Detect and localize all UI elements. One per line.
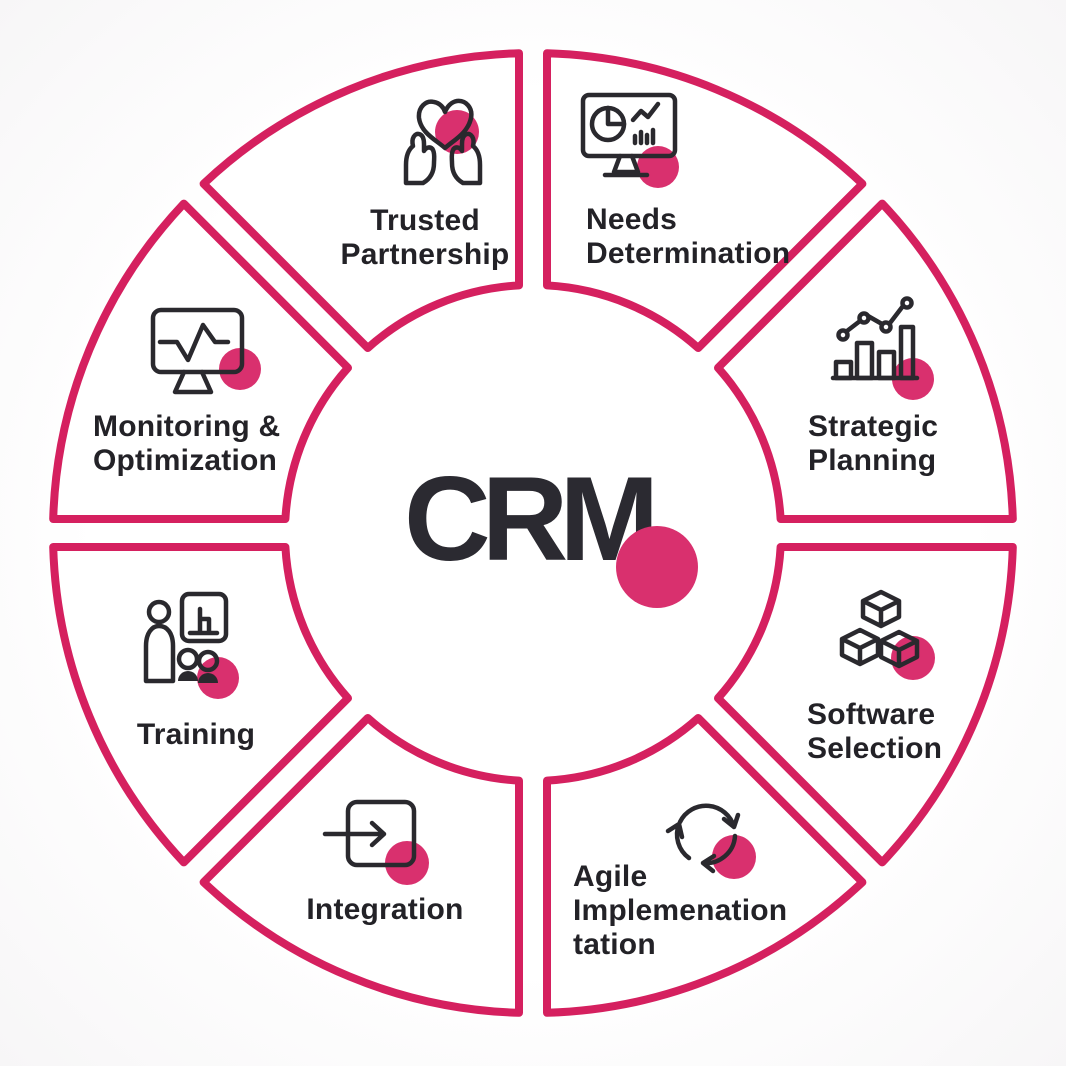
segment-label-software-selection: Software Selection — [807, 698, 943, 765]
trend-segments — [844, 303, 906, 334]
segment-label-trusted-partnership: Trusted Partnership — [340, 204, 510, 271]
trainer-head — [146, 599, 172, 625]
bar — [898, 324, 916, 381]
heart-hands-icon — [403, 98, 483, 186]
cubes-icon — [839, 589, 935, 680]
cycle-arc-left — [665, 821, 692, 861]
segment-label-training: Training — [136, 718, 256, 751]
audience-head — [196, 649, 220, 673]
trend-node — [879, 320, 893, 334]
cube-bottom-right — [878, 629, 920, 669]
right-hand — [449, 131, 483, 186]
bar-chart-growth-icon — [830, 296, 934, 400]
segment-training — [49, 543, 352, 867]
trainer-body — [143, 623, 176, 684]
trend-node — [836, 328, 850, 342]
accent-dot — [197, 657, 239, 699]
segment-monitoring-optimization — [49, 199, 352, 523]
import-arrow — [322, 820, 387, 848]
trend-line — [630, 101, 661, 123]
bar — [854, 340, 875, 381]
segment-label-integration: Integration — [306, 893, 464, 926]
audience-shoulders — [178, 671, 198, 681]
bar — [833, 359, 854, 381]
audience-shoulders — [198, 673, 218, 683]
cycle-arc-right — [700, 833, 738, 874]
heart-outline — [416, 98, 474, 151]
trend-node — [900, 296, 914, 310]
monitor-waveform-icon — [150, 307, 261, 395]
monitor-screen — [150, 307, 245, 375]
crm-accent-dot — [616, 526, 698, 608]
cube-bottom-left — [839, 627, 881, 667]
board-chart — [187, 606, 220, 636]
accent-dot — [712, 835, 756, 879]
audience-head — [176, 647, 200, 671]
pie-slice-lines — [605, 105, 627, 127]
bar — [876, 349, 897, 381]
segment-label-monitoring-optimization: Monitoring & Optimization — [93, 410, 281, 477]
cycle-arc-top — [677, 803, 741, 830]
monitor-screen — [580, 92, 678, 159]
cube-top — [860, 589, 902, 629]
monitor-analytics-icon — [580, 92, 679, 188]
presentation-board — [179, 591, 229, 644]
segment-label-agile-implementation: Agile Implemenation tation — [573, 860, 788, 961]
trend-node — [857, 311, 871, 325]
cycle-arrows-icon — [665, 803, 756, 879]
segment-label-needs-determination: Needs Determination — [586, 203, 791, 270]
waveform-line — [157, 322, 231, 363]
segment-label-strategic-planning: Strategic Planning — [808, 410, 939, 477]
segment-strategic-planning — [714, 199, 1017, 523]
trainer-presentation-icon — [143, 591, 239, 699]
segment-software-selection — [714, 543, 1017, 867]
import-box-icon — [322, 799, 429, 885]
monitor-stand — [602, 153, 650, 178]
bar-ticks — [632, 127, 656, 146]
monitor-stand — [172, 369, 214, 395]
left-hand — [403, 131, 437, 186]
crm-title: CRM — [404, 452, 659, 586]
